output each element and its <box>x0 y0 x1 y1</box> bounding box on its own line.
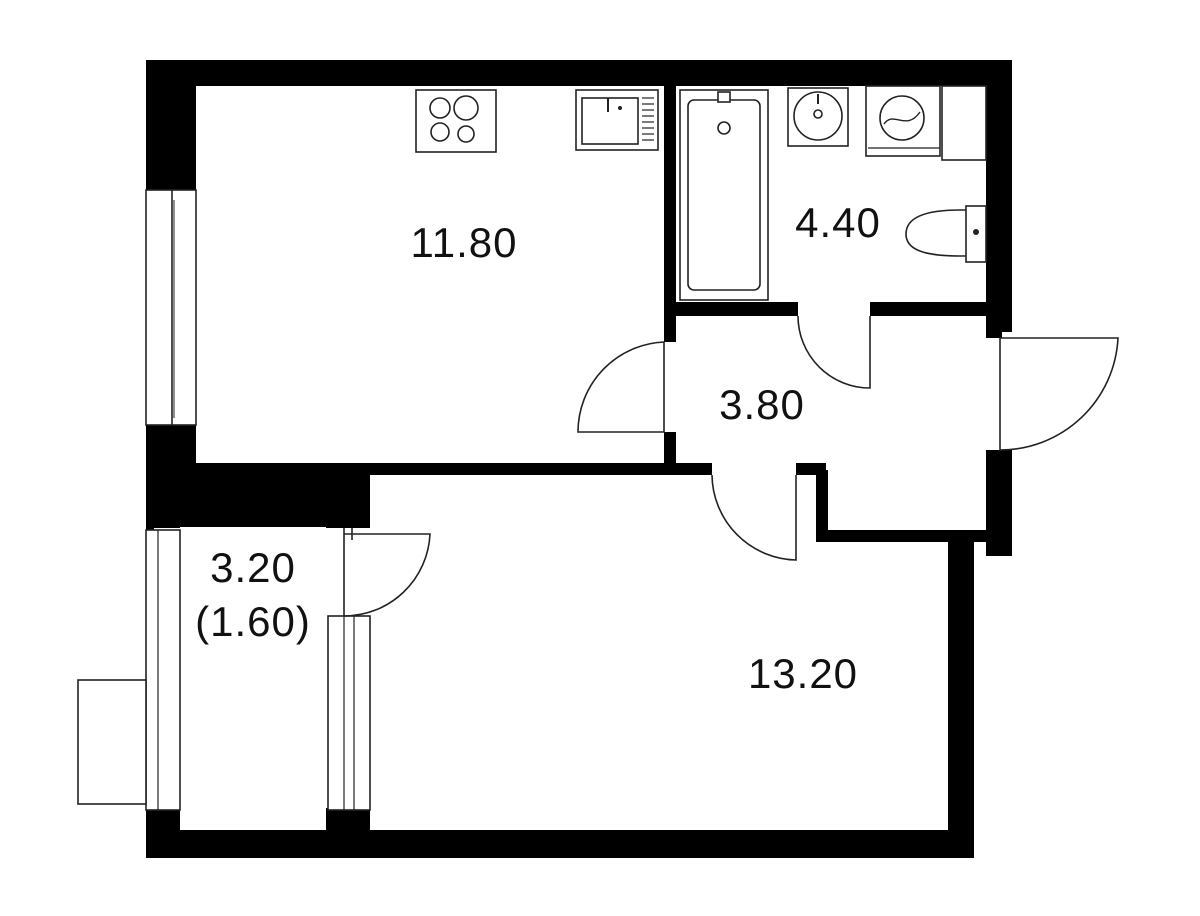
wall-kitchen-hall <box>664 432 676 475</box>
wall-right-lower <box>948 540 974 858</box>
window-balcony-living <box>327 615 371 811</box>
room-area-balcony-reduced: (1.60) <box>195 598 311 645</box>
door-entrance <box>999 337 1119 451</box>
door-bathroom <box>797 315 871 389</box>
wall-left-upper <box>146 60 196 190</box>
doors <box>343 315 1119 617</box>
wall-hall-living-left <box>676 463 712 475</box>
room-area-balcony: 3.20 <box>210 544 296 591</box>
window-balcony-outer <box>145 529 181 811</box>
washbasin-icon <box>787 87 849 147</box>
wall-kitchen-living <box>146 463 676 475</box>
washing-machine-icon <box>865 85 941 157</box>
fixtures <box>415 85 987 301</box>
wall-right-upper <box>986 60 1012 332</box>
room-labels: 11.80 4.40 3.80 3.20 (1.60) 13.20 <box>195 199 881 697</box>
room-area-hallway: 3.80 <box>719 381 805 428</box>
wall-entry-stub-top <box>986 316 1002 338</box>
bathtub-icon <box>679 89 769 301</box>
ac-unit <box>77 679 147 805</box>
wall-kitchen-bath <box>664 86 676 342</box>
wall-notch-vertical <box>816 470 828 542</box>
wall-bath-hall-left <box>664 302 798 316</box>
cabinet <box>941 85 987 161</box>
cooktop-icon <box>415 89 497 153</box>
wall-bath-hall-right <box>870 302 998 316</box>
room-area-kitchen: 11.80 <box>411 219 518 266</box>
room-area-bathroom: 4.40 <box>795 199 881 246</box>
wall-balcony-door-jamb <box>326 508 370 528</box>
sink-icon <box>575 89 659 151</box>
walls <box>146 60 1012 858</box>
windows <box>77 189 371 811</box>
wall-living-notch <box>816 530 1012 542</box>
door-balcony <box>343 533 431 617</box>
door-kitchen <box>577 341 665 433</box>
toilet-icon <box>905 205 987 263</box>
wall-bottom-mid-pier <box>326 808 370 858</box>
wall-hall-living-right <box>796 463 826 475</box>
door-living <box>711 474 797 561</box>
room-area-living-room: 13.20 <box>748 650 858 697</box>
wall-bottom <box>146 830 974 858</box>
wall-balcony-top <box>146 508 180 528</box>
wall-top <box>146 60 1012 86</box>
window-kitchen <box>145 189 197 426</box>
wall-bottom-left-pier <box>146 808 180 858</box>
